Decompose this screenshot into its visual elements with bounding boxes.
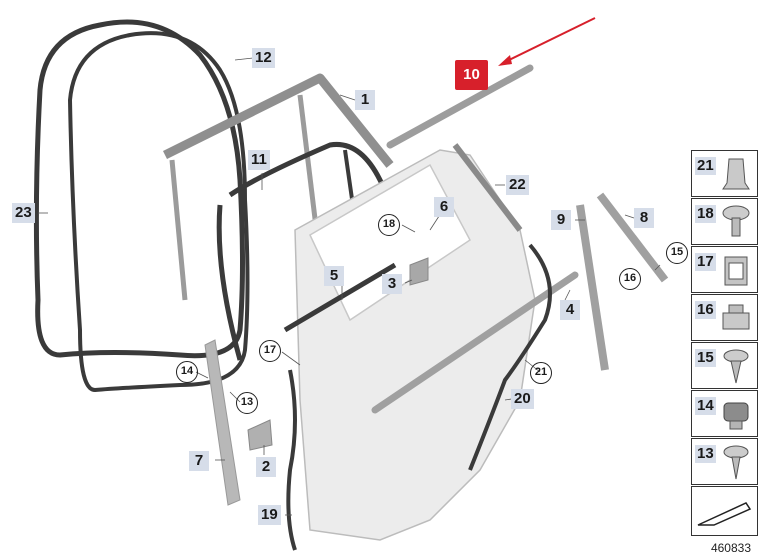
legend-item: 14 — [691, 390, 758, 437]
legend-number: 14 — [695, 397, 716, 415]
highlight-arrowhead — [498, 55, 512, 66]
highlight-arrow — [504, 17, 596, 63]
legend-number: 17 — [695, 253, 716, 271]
nut-clip-17-icon — [724, 256, 748, 286]
callout-23: 23 — [12, 203, 35, 223]
door-window-opening — [309, 163, 471, 322]
callout-10-highlight: 10 — [455, 60, 488, 90]
rivet-18-icon — [722, 205, 750, 237]
callout-21: 21 — [530, 362, 552, 384]
legend-item: 16 — [691, 294, 758, 341]
strip-4 — [371, 271, 579, 414]
legend-item: 18 — [691, 198, 758, 245]
legend-item: 13 — [691, 438, 758, 485]
callout-13: 13 — [236, 392, 258, 414]
callout-18: 18 — [378, 214, 400, 236]
callout-6: 6 — [434, 197, 454, 217]
seal-11-side — [216, 204, 243, 361]
trim-5 — [283, 262, 397, 333]
seal-23 — [33, 19, 245, 359]
legend-number: 18 — [695, 205, 716, 223]
legend-direction-cell — [691, 486, 758, 536]
callout-19: 19 — [258, 505, 281, 525]
legend-item: 15 — [691, 342, 758, 389]
legend-number: 15 — [695, 349, 716, 367]
callout-12: 12 — [252, 48, 275, 68]
callout-17: 17 — [259, 340, 281, 362]
diagram-id: 460833 — [710, 541, 751, 555]
callout-15: 15 — [666, 242, 688, 264]
fastener-legend: 21 18 17 16 15 14 13 — [691, 150, 758, 537]
callout-20: 20 — [511, 389, 534, 409]
screw-15-icon — [723, 349, 749, 384]
trim-9 — [576, 204, 609, 371]
trim-7 — [204, 339, 241, 506]
legend-item: 21 — [691, 150, 758, 197]
seal-12 — [67, 31, 250, 393]
seal-19 — [286, 369, 297, 551]
callout-7: 7 — [189, 451, 209, 471]
callout-3: 3 — [382, 274, 402, 294]
clip-16-icon — [722, 304, 750, 330]
callout-2: 2 — [256, 457, 276, 477]
callout-5: 5 — [324, 266, 344, 286]
seal-20 — [468, 243, 552, 471]
callout-11: 11 — [248, 150, 270, 170]
callout-4: 4 — [560, 300, 580, 320]
clip-21-icon — [722, 158, 750, 190]
legend-item: 17 — [691, 246, 758, 293]
trim-10 — [386, 64, 534, 149]
frame-1 — [162, 73, 394, 168]
legend-number: 13 — [695, 445, 716, 463]
callout-9: 9 — [551, 210, 571, 230]
callout-16: 16 — [619, 268, 641, 290]
callout-22: 22 — [506, 175, 529, 195]
screw-13-icon — [723, 445, 749, 480]
callout-1: 1 — [355, 90, 375, 110]
nut-14-icon — [723, 402, 749, 430]
legend-number: 16 — [695, 301, 716, 319]
trim-8 — [596, 192, 669, 283]
bracket-2 — [247, 419, 273, 451]
bracket-3 — [409, 257, 429, 286]
direction-arrow-icon — [697, 502, 752, 526]
trim-22 — [452, 143, 523, 232]
legend-number: 21 — [695, 157, 716, 175]
callout-14: 14 — [176, 361, 198, 383]
frame-1-inner — [169, 159, 188, 301]
callout-8: 8 — [634, 208, 654, 228]
